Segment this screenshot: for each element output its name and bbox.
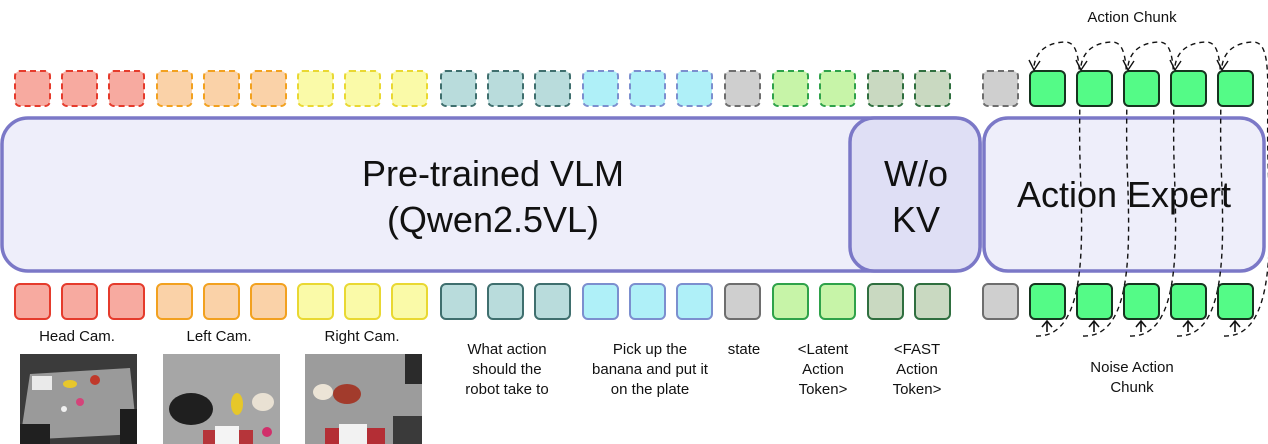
- action-expert-block: [982, 116, 1266, 273]
- right-cam-image: [305, 354, 422, 444]
- token-top-lgreen-0: [772, 70, 809, 107]
- token-top-lgreen-1: [819, 70, 856, 107]
- token-bottom-yellow-1: [344, 283, 381, 320]
- token-bottom-red-1: [61, 283, 98, 320]
- noise-action-token-3: [1170, 283, 1207, 320]
- token-top-orange-0: [156, 70, 193, 107]
- instruction-text-label: Pick up the banana and put it on the pla…: [592, 341, 708, 398]
- expert-bottom-gray-token: [982, 283, 1019, 320]
- noise-action-token-0: [1029, 283, 1066, 320]
- up-arrow-icon-1: [1088, 319, 1100, 328]
- up-arrow-icon-4: [1229, 319, 1241, 328]
- token-top-cyan-1: [629, 70, 666, 107]
- token-bottom-sage-0: [867, 283, 904, 320]
- token-top-yellow-2: [391, 70, 428, 107]
- token-bottom-teal-2: [534, 283, 571, 320]
- token-bottom-gray-0: [724, 283, 761, 320]
- action-chunk-token-0: [1029, 70, 1066, 107]
- loop-arrowhead-2: [1122, 59, 1135, 72]
- vlm-title-line1: Pre-trained VLM: [362, 153, 624, 194]
- token-top-red-1: [61, 70, 98, 107]
- wokv-title-line2: KV: [892, 199, 940, 240]
- token-top-teal-2: [534, 70, 571, 107]
- token-bottom-cyan-2: [676, 283, 713, 320]
- loop-arrow-2: [1127, 41, 1177, 337]
- fast-action-token-label: <FAST Action Token>: [892, 341, 942, 398]
- noise-action-chunk-label: Noise Action Chunk: [1090, 359, 1174, 396]
- token-top-sage-1: [914, 70, 951, 107]
- wokv-title-line1: W/o: [884, 153, 948, 194]
- token-top-red-2: [108, 70, 145, 107]
- token-bottom-lgreen-1: [819, 283, 856, 320]
- vlm-title-line2: (Qwen2.5VL): [387, 199, 599, 240]
- left-cam-image: [163, 354, 280, 444]
- loop-arrowhead-0: [1028, 59, 1041, 72]
- token-bottom-lgreen-0: [772, 283, 809, 320]
- token-top-orange-2: [250, 70, 287, 107]
- up-arrow-icon-0: [1041, 319, 1053, 328]
- head-cam-label: Head Cam.: [39, 328, 115, 345]
- question-text-label: What action should the robot take to: [465, 341, 549, 398]
- token-top-yellow-1: [344, 70, 381, 107]
- token-bottom-orange-1: [203, 283, 240, 320]
- token-top-cyan-2: [676, 70, 713, 107]
- loop-arrowhead-3: [1169, 59, 1182, 72]
- expert-top-gray-token: [982, 70, 1019, 107]
- token-bottom-orange-2: [250, 283, 287, 320]
- loop-arrow-3: [1174, 41, 1224, 337]
- token-top-sage-0: [867, 70, 904, 107]
- latent-action-token-label: <Latent Action Token>: [797, 341, 849, 398]
- token-bottom-cyan-0: [582, 283, 619, 320]
- loop-arrow-1: [1080, 41, 1130, 337]
- pretrained-vlm-block: [0, 116, 982, 273]
- token-top-teal-1: [487, 70, 524, 107]
- action-expert-title: Action Expert: [1017, 174, 1231, 215]
- token-top-cyan-0: [582, 70, 619, 107]
- action-chunk-label: Action Chunk: [1087, 9, 1177, 26]
- token-bottom-red-2: [108, 283, 145, 320]
- token-bottom-sage-1: [914, 283, 951, 320]
- token-bottom-orange-0: [156, 283, 193, 320]
- loop-arrowhead-1: [1075, 59, 1088, 72]
- up-arrow-icon-2: [1135, 319, 1147, 328]
- head-cam-image: [20, 354, 137, 444]
- noise-action-token-1: [1076, 283, 1113, 320]
- token-bottom-cyan-1: [629, 283, 666, 320]
- right-cam-label: Right Cam.: [324, 328, 400, 345]
- token-bottom-red-0: [14, 283, 51, 320]
- token-top-orange-1: [203, 70, 240, 107]
- token-bottom-teal-0: [440, 283, 477, 320]
- token-bottom-teal-1: [487, 283, 524, 320]
- action-chunk-token-3: [1170, 70, 1207, 107]
- action-chunk-token-1: [1076, 70, 1113, 107]
- token-top-yellow-0: [297, 70, 334, 107]
- token-top-gray-0: [724, 70, 761, 107]
- action-chunk-token-4: [1217, 70, 1254, 107]
- loop-arrow-4: [1221, 41, 1268, 337]
- loop-arrow-0: [1033, 41, 1083, 337]
- noise-action-token-4: [1217, 283, 1254, 320]
- up-arrow-icon-3: [1182, 319, 1194, 328]
- token-top-red-0: [14, 70, 51, 107]
- action-chunk-token-2: [1123, 70, 1160, 107]
- state-label: state: [727, 341, 761, 358]
- left-cam-label: Left Cam.: [186, 328, 252, 345]
- wokv-block: [848, 116, 982, 273]
- token-bottom-yellow-2: [391, 283, 428, 320]
- token-bottom-yellow-0: [297, 283, 334, 320]
- loop-arrowhead-4: [1216, 59, 1229, 72]
- noise-action-token-2: [1123, 283, 1160, 320]
- token-top-teal-0: [440, 70, 477, 107]
